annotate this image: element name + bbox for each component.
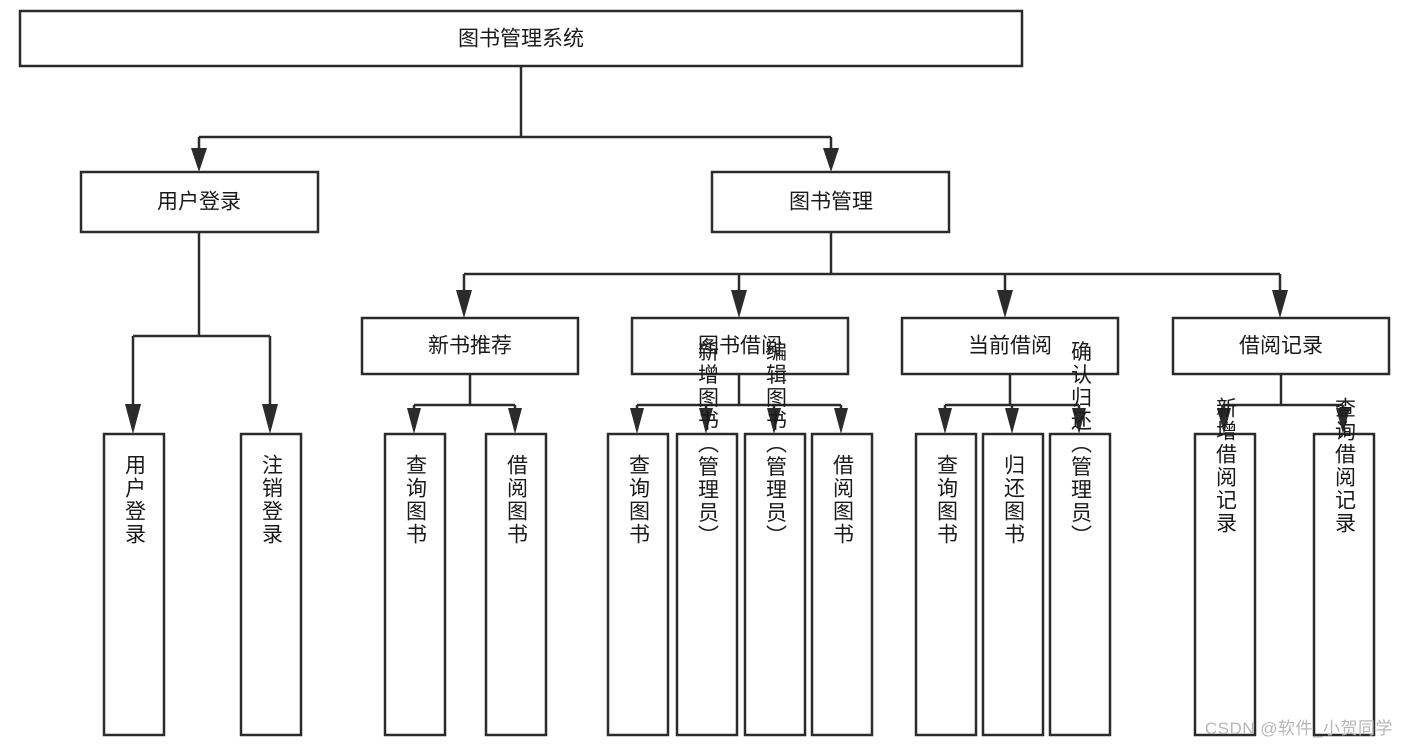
node-new-book-rec-label: 新书推荐 (428, 335, 512, 358)
node-leaf-query-record[interactable]: 查询借阅记录 (1312, 397, 1376, 737)
node-book-manage[interactable]: 图书管理 (710, 170, 951, 234)
node-book-borrow-box[interactable] (630, 316, 850, 376)
node-leaf-return-book-box[interactable] (981, 432, 1045, 737)
arrow-head-leaf-query-record (1336, 408, 1350, 434)
arrow-head-leaf-edit-book (767, 408, 781, 434)
node-leaf-return-book[interactable]: 归还图书 (981, 432, 1045, 737)
node-leaf-query-book-1-box[interactable] (383, 432, 447, 737)
arrow-head-user-login (191, 148, 207, 172)
node-root-box[interactable] (18, 9, 1024, 68)
node-leaf-add-book-box[interactable] (675, 432, 739, 737)
arrow-head-leaf-confirm-return (1072, 408, 1086, 434)
node-leaf-logout-login-label: 注销登录 (260, 454, 284, 546)
node-user-login-label: 用户登录 (157, 191, 241, 214)
node-leaf-borrow-book-2[interactable]: 借阅图书 (810, 432, 874, 737)
node-leaf-query-book-2-box[interactable] (606, 432, 670, 737)
node-leaf-add-book-label: 新增图书（管理员） (696, 341, 720, 548)
node-leaf-edit-book[interactable]: 编辑图书（管理员） (743, 341, 807, 737)
node-leaf-logout-login-box[interactable] (239, 432, 303, 737)
arrow-head-leaf-borrow-book-2 (834, 408, 848, 434)
node-leaf-return-book-label: 归还图书 (1002, 454, 1026, 546)
node-leaf-borrow-book-2-box[interactable] (810, 432, 874, 737)
node-leaf-query-book-3-box[interactable] (914, 432, 978, 737)
node-leaf-query-book-3[interactable]: 查询图书 (914, 432, 978, 737)
node-borrow-record-label: 借阅记录 (1239, 335, 1323, 358)
arrow-head-new-book-rec (456, 290, 472, 318)
node-leaf-borrow-book-1-label: 借阅图书 (505, 454, 529, 546)
node-leaf-add-record-box[interactable] (1193, 432, 1257, 737)
node-leaf-confirm-return-box[interactable] (1048, 432, 1112, 737)
node-leaf-user-login[interactable]: 用户登录 (102, 432, 166, 737)
node-leaf-query-book-1-label: 查询图书 (404, 454, 428, 546)
node-book-borrow-label: 图书借阅 (698, 335, 782, 358)
arrow-head-borrow-record (1272, 290, 1288, 318)
node-leaf-logout-login[interactable]: 注销登录 (239, 432, 303, 737)
node-leaf-query-record-box[interactable] (1312, 432, 1376, 737)
node-leaf-query-book-1[interactable]: 查询图书 (383, 432, 447, 737)
connector-layer (125, 66, 1350, 434)
node-book-manage-label: 图书管理 (789, 191, 873, 214)
node-leaf-confirm-return-label: 确认归还（管理员） (1069, 341, 1093, 548)
arrow-head-book-borrow (731, 290, 747, 318)
node-book-borrow[interactable]: 图书借阅 (630, 316, 850, 376)
arrow-head-leaf-return-book (1005, 408, 1019, 434)
arrow-head-leaf-query-book-3 (938, 408, 952, 434)
arrow-head-leaf-add-book (699, 408, 713, 434)
node-root-label: 图书管理系统 (458, 28, 584, 51)
node-new-book-rec-box[interactable] (360, 316, 580, 376)
arrow-head-leaf-query-book-2 (630, 408, 644, 434)
node-current-borrow-box[interactable] (900, 316, 1120, 376)
arrow-head-leaf-logout-login (262, 404, 278, 434)
node-leaf-edit-book-label: 编辑图书（管理员） (764, 341, 788, 548)
arrow-head-leaf-add-record (1217, 408, 1231, 434)
node-current-borrow[interactable]: 当前借阅 (900, 316, 1120, 376)
node-leaf-borrow-book-1-box[interactable] (484, 432, 548, 737)
node-leaf-borrow-book-2-label: 借阅图书 (831, 454, 855, 546)
node-leaf-user-login-label: 用户登录 (123, 454, 147, 546)
arrow-head-leaf-borrow-book-1 (508, 408, 522, 434)
arrow-head-book-manage (823, 148, 839, 172)
arrow-head-current-borrow (997, 290, 1013, 318)
node-leaf-add-record-label: 新增借阅记录 (1214, 397, 1238, 535)
node-leaf-confirm-return[interactable]: 确认归还（管理员） (1048, 341, 1112, 737)
node-current-borrow-label: 当前借阅 (968, 335, 1052, 358)
node-new-book-rec[interactable]: 新书推荐 (360, 316, 580, 376)
node-root[interactable]: 图书管理系统 (18, 9, 1024, 68)
node-user-login[interactable]: 用户登录 (79, 170, 320, 234)
node-leaf-edit-book-box[interactable] (743, 432, 807, 737)
arrow-head-leaf-query-book-1 (407, 408, 421, 434)
node-borrow-record[interactable]: 借阅记录 (1171, 316, 1391, 376)
node-book-manage-box[interactable] (710, 170, 951, 234)
node-leaf-query-book-2-label: 查询图书 (627, 454, 651, 546)
node-borrow-record-box[interactable] (1171, 316, 1391, 376)
node-leaf-query-book-2[interactable]: 查询图书 (606, 432, 670, 737)
node-leaf-borrow-book-1[interactable]: 借阅图书 (484, 432, 548, 737)
node-user-login-box[interactable] (79, 170, 320, 234)
node-leaf-query-record-label: 查询借阅记录 (1333, 397, 1357, 535)
node-leaf-query-book-3-label: 查询图书 (935, 454, 959, 546)
node-leaf-add-record[interactable]: 新增借阅记录 (1193, 397, 1257, 737)
node-leaf-user-login-box[interactable] (102, 432, 166, 737)
node-leaf-add-book[interactable]: 新增图书（管理员） (675, 341, 739, 737)
arrow-head-leaf-user-login (125, 404, 141, 434)
